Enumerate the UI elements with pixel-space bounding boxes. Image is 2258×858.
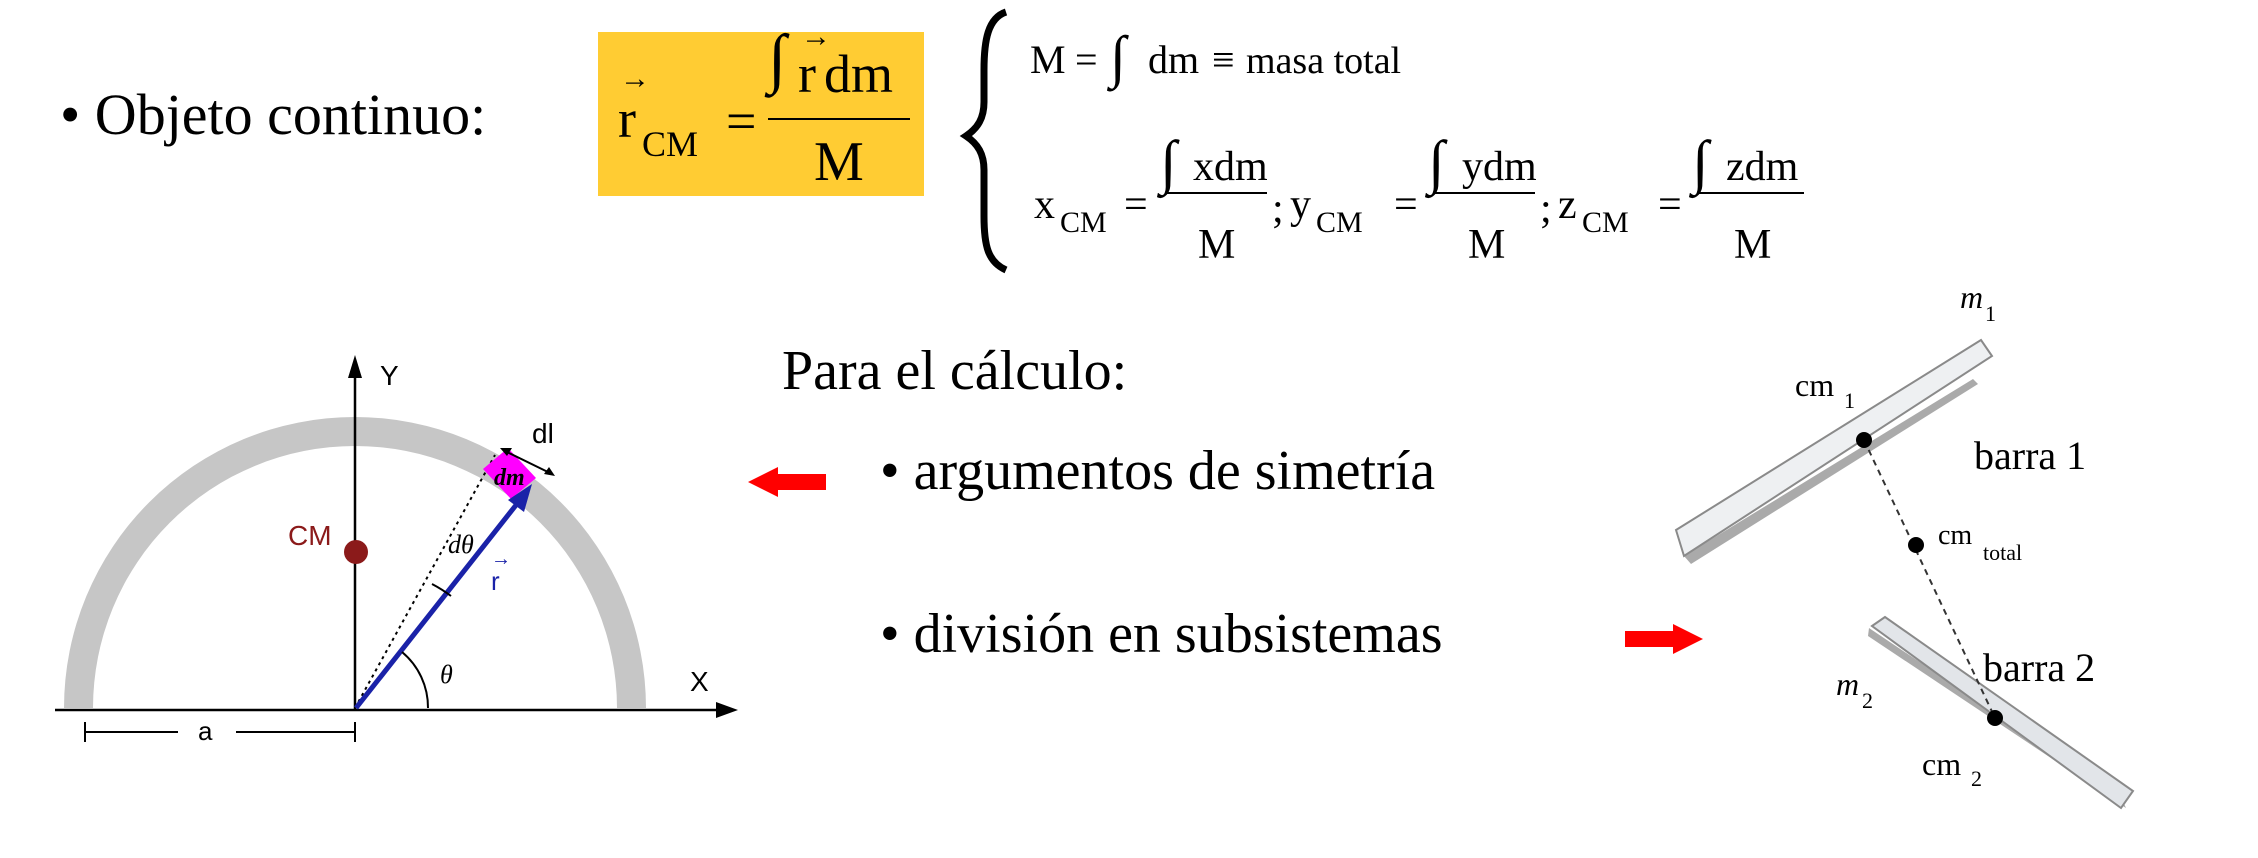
cm-zdm: zdm (1726, 144, 1799, 190)
theta-arc (401, 651, 430, 709)
red-arrow-left-icon (748, 467, 826, 497)
cm-x-sub: CM (1060, 206, 1107, 239)
x-axis-label: X (690, 666, 709, 697)
dl-arrow-icon (500, 448, 512, 456)
formula-fraction-bar (768, 118, 910, 120)
dl-dimension-line (502, 449, 553, 475)
mass-M: M (1030, 37, 1066, 82)
curly-brace-icon (959, 8, 1008, 274)
cm-total-label: cm (1938, 520, 1973, 551)
y-fraction-bar (1434, 192, 1535, 194)
bar1-shadow (1684, 379, 1978, 564)
formula-integral: ∫ (768, 22, 787, 95)
cm-z-sub: CM (1582, 206, 1629, 239)
mass-equiv: ≡ (1212, 37, 1235, 82)
cm-connector-line (1863, 439, 1996, 719)
cm2-dot (1987, 710, 2003, 726)
r-label: r (491, 566, 500, 596)
para-calculo-heading: Para el cálculo: (782, 340, 1128, 402)
a-label: a (198, 716, 213, 746)
cm-semicolon-1: ; (1272, 186, 1284, 232)
y-axis-label: Y (380, 360, 399, 391)
m2-label: m (1836, 666, 1860, 702)
cm-label: CM (288, 520, 332, 551)
formula-den: M (814, 131, 864, 193)
x-fraction-bar (1166, 192, 1267, 194)
mass-total-text: masa total (1246, 40, 1402, 82)
cm-z: z (1558, 182, 1577, 228)
formula-num-dm: dm (824, 44, 894, 104)
mass-eq: = (1075, 37, 1098, 82)
cm-ydm: ydm (1462, 144, 1537, 190)
theta-label: θ (440, 660, 453, 689)
bar2 (1870, 615, 2135, 810)
vector-arrow-icon: → (620, 62, 650, 95)
r-vector-arrow-icon (508, 484, 532, 512)
cm-y: y (1290, 182, 1311, 228)
arc-ring (64, 417, 646, 708)
cm-z-integral: ∫ (1692, 129, 1709, 195)
cm-x: x (1034, 182, 1055, 228)
m2-sub: 2 (1862, 688, 1873, 713)
r-vector-line (354, 498, 522, 710)
cm2-label: cm (1922, 746, 1962, 782)
cm2-sub: 2 (1971, 766, 1982, 791)
mass-dm: dm (1148, 37, 1200, 82)
mass-integral: ∫ (1110, 24, 1126, 89)
formula-num-r: r (798, 44, 816, 104)
formula-lhs-sub: CM (642, 124, 699, 164)
dm-label: dm (494, 465, 525, 491)
dl-label: dl (532, 418, 554, 449)
cm-y-integral: ∫ (1428, 129, 1445, 195)
dotted-line (354, 454, 496, 709)
cm-total-sub: total (1983, 540, 2023, 565)
cm-semicolon-2: ; (1540, 186, 1552, 232)
cm-x-integral: ∫ (1160, 129, 1177, 195)
bullet-division: • división en subsistemas (880, 603, 1443, 665)
dl-arrow-icon (544, 467, 555, 476)
cm1-label: cm (1795, 367, 1835, 403)
cm-dot (344, 540, 368, 564)
vector-arrow-icon: → (801, 20, 831, 53)
vector-arrow-icon: → (491, 548, 511, 570)
cm-x-den: M (1198, 222, 1236, 268)
cm-y-eq: = (1394, 182, 1418, 228)
barra2-label: barra 2 (1983, 645, 2096, 690)
dtheta-label: dθ (448, 530, 474, 559)
y-axis-arrow-icon (348, 355, 362, 378)
cm-z-eq: = (1658, 182, 1682, 228)
m1-label: m (1960, 279, 1984, 315)
bullet-simetria: • argumentos de simetría (880, 440, 1436, 502)
cm1-dot (1856, 432, 1872, 448)
cm-y-sub: CM (1316, 206, 1363, 239)
cm-x-eq: = (1124, 182, 1148, 228)
cm-y-den: M (1468, 222, 1506, 268)
cm1-sub: 1 (1844, 388, 1855, 413)
cm-z-den: M (1734, 222, 1772, 268)
bullet-objeto-continuo: • Objeto continuo: (60, 82, 487, 147)
cm-xdm: xdm (1193, 144, 1268, 190)
red-arrow-right-icon (1625, 624, 1703, 654)
cm-total-dot (1908, 537, 1924, 553)
z-fraction-bar (1698, 192, 1804, 194)
bar1 (1674, 338, 1994, 558)
dtheta-arc (431, 583, 452, 597)
m1-sub: 1 (1985, 301, 1996, 326)
dm-element (483, 448, 536, 499)
formula-highlight-box: r → CM = ∫ r → dm M (598, 22, 924, 196)
barra1-label: barra 1 (1974, 433, 2087, 478)
formula-equals: = (726, 91, 757, 151)
formula-lhs-r: r (618, 89, 636, 149)
x-axis-arrow-icon (716, 702, 738, 718)
